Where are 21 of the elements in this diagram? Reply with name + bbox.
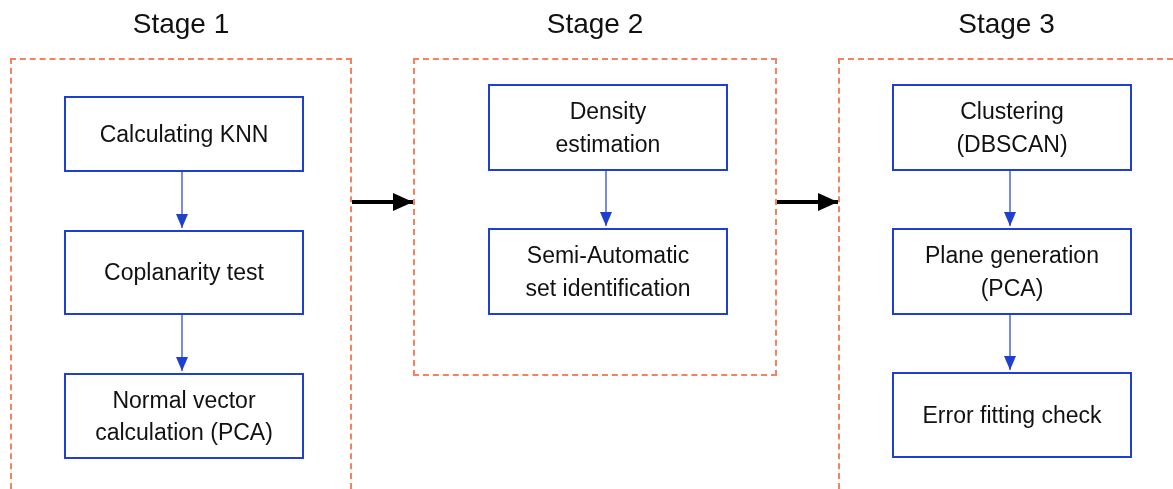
- process-box: [488, 84, 728, 171]
- process-box: [892, 372, 1132, 458]
- process-box: [892, 228, 1132, 315]
- process-box: [488, 228, 728, 315]
- stage-heading: Stage 1: [132, 8, 230, 40]
- box-text: Semi-Automatic set identification: [524, 241, 692, 303]
- stage-heading: Stage 3: [958, 8, 1055, 40]
- box-text: Plane generation (PCA): [924, 241, 1100, 303]
- process-box: [64, 373, 304, 459]
- process-box: [892, 84, 1132, 171]
- box-text: Normal vector calculation (PCA): [94, 385, 274, 447]
- box-text: Clustering (DBSCAN): [955, 97, 1069, 159]
- stage-heading: Stage 2: [546, 8, 644, 40]
- box-text: Density estimation: [554, 97, 662, 159]
- box-text: Error fitting check: [922, 400, 1102, 430]
- box-text: Coplanarity test: [104, 258, 264, 288]
- arrow: [777, 193, 838, 211]
- process-box: [64, 96, 304, 172]
- box-text: Calculating KNN: [99, 119, 269, 149]
- arrow: [352, 193, 413, 211]
- process-box: [64, 230, 304, 315]
